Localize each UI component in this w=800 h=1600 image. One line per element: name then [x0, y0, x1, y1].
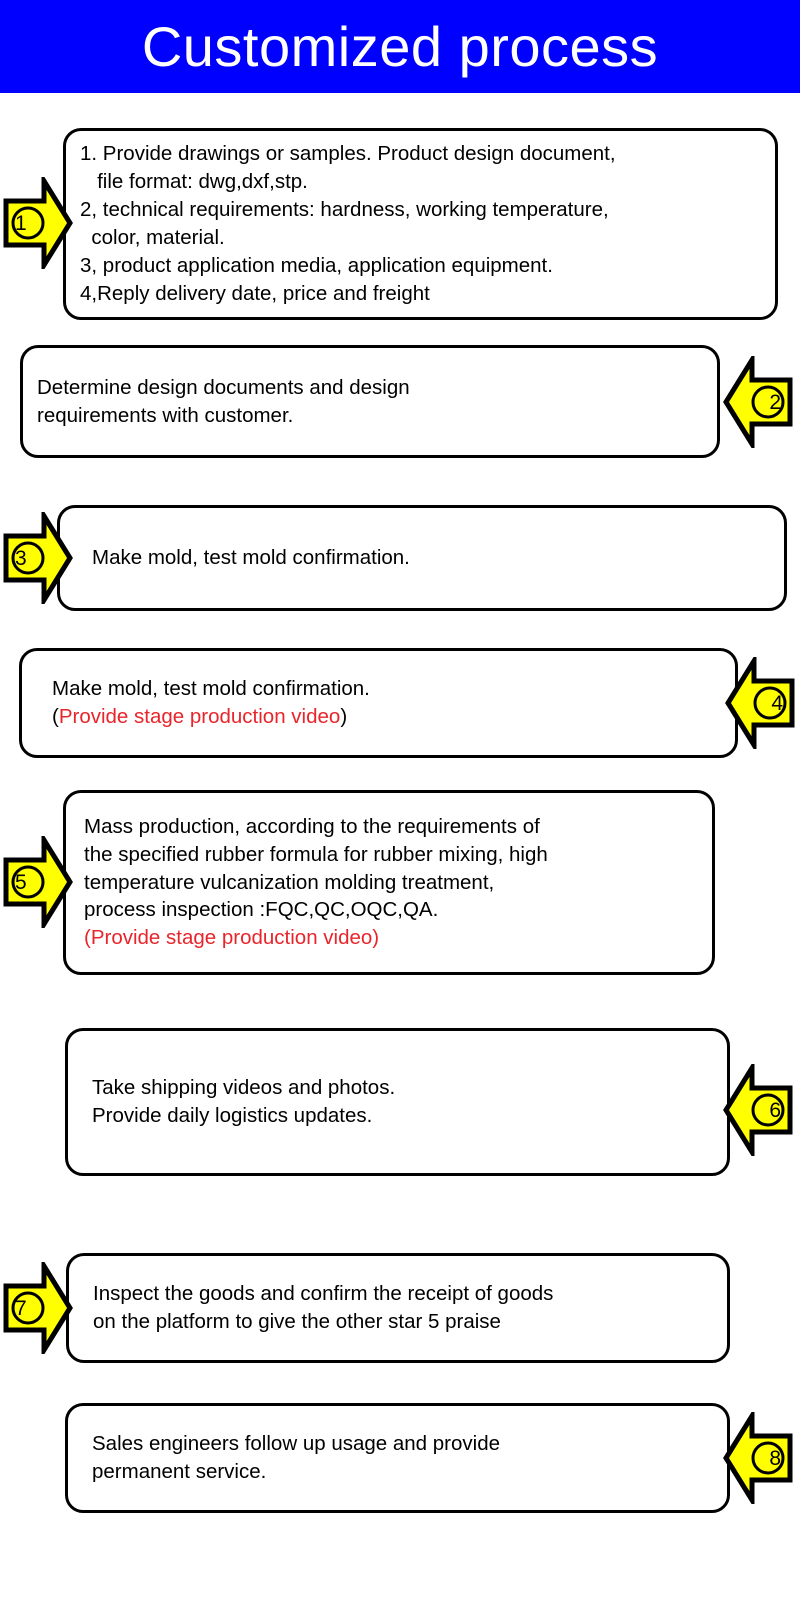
step-box-4: Make mold, test mold confirmation. (Prov… — [19, 648, 738, 758]
step-5-line-4: process inspection :FQC,QC,OQC,QA. — [84, 898, 439, 922]
step-box-3: Make mold, test mold confirmation. — [57, 505, 787, 611]
step-marker-arrow-8[interactable]: 8 — [722, 1412, 794, 1504]
step-6-line-1: Take shipping videos and photos. — [92, 1076, 396, 1100]
step-box-8: Sales engineers follow up usage and prov… — [65, 1403, 730, 1513]
step-box-2: Determine design documents and design re… — [20, 345, 720, 458]
step-7-line-1: Inspect the goods and confirm the receip… — [93, 1282, 554, 1306]
step-box-1: 1. Provide drawings or samples. Product … — [63, 128, 778, 320]
arrow-right-icon — [3, 1262, 73, 1354]
arrow-right-icon — [3, 836, 73, 928]
arrow-left-icon — [723, 1412, 793, 1504]
step-4-line-2: (Provide stage production video) — [52, 703, 735, 731]
step-1-line-2: file format: dwg,dxf,stp. — [80, 170, 308, 194]
step-5-line-1: Mass production, according to the requir… — [84, 814, 540, 838]
step-5-line-2: the specified rubber formula for rubber … — [84, 842, 548, 866]
step-marker-arrow-6[interactable]: 6 — [722, 1064, 794, 1156]
step-1-line-6: 4,Reply delivery date, price and freight — [80, 281, 430, 305]
step-1-line-3: 2, technical requirements: hardness, wor… — [80, 198, 609, 222]
step-marker-arrow-7[interactable]: 7 — [2, 1262, 74, 1354]
arrow-left-icon — [725, 657, 795, 749]
step-6-line-2: Provide daily logistics updates. — [92, 1104, 373, 1127]
step-marker-arrow-1[interactable]: 1 — [2, 177, 74, 269]
arrow-right-icon — [3, 177, 73, 269]
page-header-banner: Customized process — [0, 0, 800, 93]
page-title: Customized process — [141, 14, 659, 78]
step-7-line-2: on the platform to give the other star 5… — [93, 1310, 501, 1333]
step-1-line-1: 1. Provide drawings or samples. Product … — [80, 142, 616, 166]
step-marker-arrow-2[interactable]: 2 — [722, 356, 794, 448]
step-8-line-1: Sales engineers follow up usage and prov… — [92, 1432, 500, 1456]
arrow-left-icon — [723, 1064, 793, 1156]
step-marker-arrow-4[interactable]: 4 — [724, 657, 796, 749]
step-marker-arrow-5[interactable]: 5 — [2, 836, 74, 928]
step-1-line-5: 3, product application media, applicatio… — [80, 253, 553, 277]
step-2-line-1: Determine design documents and design — [37, 375, 410, 399]
step-4-open-paren: ( — [52, 705, 59, 728]
step-8-line-2: permanent service. — [92, 1460, 267, 1483]
step-2-line-2: requirements with customer. — [37, 403, 294, 427]
step-4-line-1: Make mold, test mold confirmation. — [52, 677, 370, 701]
step-3-line-1: Make mold, test mold confirmation. — [92, 546, 410, 570]
step-4-highlight-text: Provide stage production video — [58, 705, 341, 728]
arrow-right-icon — [3, 512, 73, 604]
step-box-7: Inspect the goods and confirm the receip… — [66, 1253, 730, 1363]
step-marker-arrow-3[interactable]: 3 — [2, 512, 74, 604]
step-4-close-paren: ) — [340, 705, 348, 728]
step-box-5: Mass production, according to the requir… — [63, 790, 715, 975]
step-box-6: Take shipping videos and photos. Provide… — [65, 1028, 730, 1176]
step-1-line-4: color, material. — [80, 226, 225, 249]
step-5-line-5: (Provide stage production video) — [84, 926, 380, 950]
arrow-left-icon — [723, 356, 793, 448]
step-5-line-3: temperature vulcanization molding treatm… — [84, 870, 495, 894]
